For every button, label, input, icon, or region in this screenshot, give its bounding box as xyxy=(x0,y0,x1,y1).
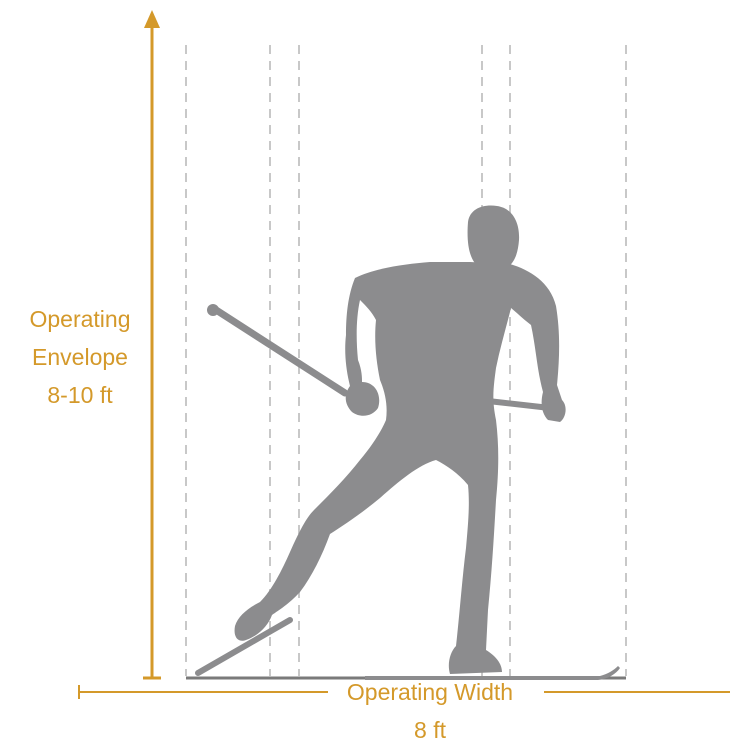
height-arrowhead xyxy=(144,10,160,28)
right-pole xyxy=(488,401,550,408)
height-label-line2: Envelope xyxy=(0,338,160,376)
width-value: 8 ft xyxy=(300,711,560,749)
head xyxy=(468,206,520,268)
torso xyxy=(235,262,566,674)
left-pole xyxy=(213,308,345,393)
skier-silhouette xyxy=(198,206,620,680)
left-pole-grip xyxy=(207,304,219,316)
height-label-line1: Operating xyxy=(0,300,160,338)
width-label: Operating Width xyxy=(300,673,560,711)
left-hand xyxy=(347,383,377,413)
height-value: 8-10 ft xyxy=(0,376,160,414)
